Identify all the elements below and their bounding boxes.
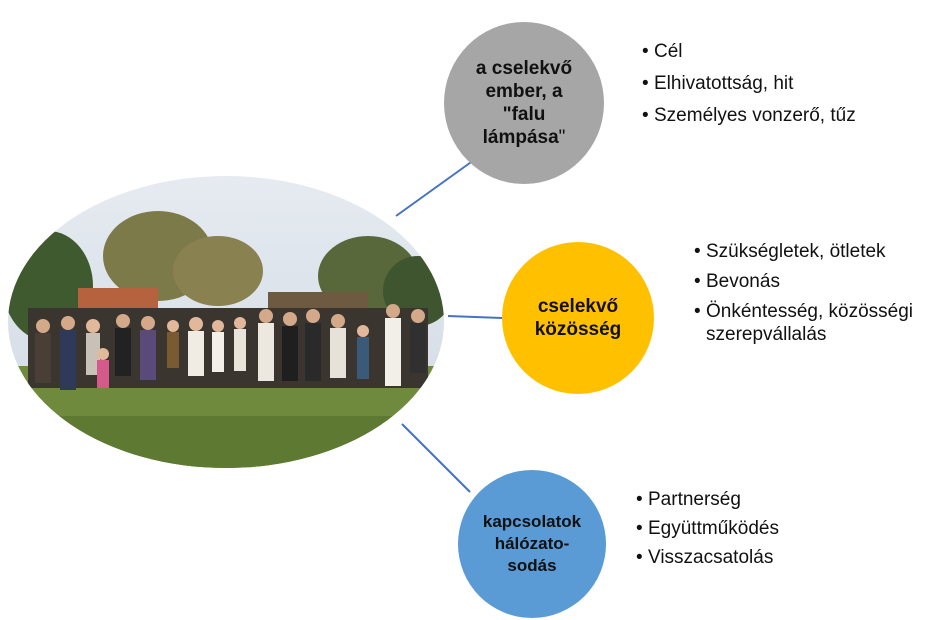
circle-network-label: kapcsolatok hálózato-sodás [482, 512, 582, 575]
bullet-item: Elhivatottság, hit [642, 72, 902, 95]
group-photo-illustration [8, 176, 444, 468]
network-bullet-list: Partnerség Együttműködés Visszacsatolás [636, 488, 896, 575]
bullet-item: Cél [642, 40, 902, 63]
circle-leader: a cselekvő ember, a "falu lámpása" [444, 22, 604, 184]
connector-community [447, 315, 503, 319]
bullet-item: Együttműködés [636, 517, 896, 540]
circle-leader-label: a cselekvő ember, a "falu lámpása" [475, 58, 573, 148]
bullet-item: Személyes vonzerő, tűz [642, 104, 902, 127]
bullet-item: Szükségletek, ötletek [694, 240, 934, 263]
leader-bullet-list: Cél Elhivatottság, hit Személyes vonzerő… [642, 40, 902, 136]
bullet-item: Bevonás [694, 270, 934, 293]
group-photo [8, 176, 444, 468]
bullet-item: Önkéntesség, közösségi szerepvállalás [694, 300, 934, 346]
bullet-item: Visszacsatolás [636, 546, 896, 569]
circle-network: kapcsolatok hálózato-sodás [458, 470, 606, 618]
circle-community: cselekvő közösség [502, 242, 654, 394]
community-bullet-list: Szükségletek, ötletek Bevonás Önkéntessé… [694, 240, 934, 353]
bullet-item: Partnerség [636, 488, 896, 511]
circle-community-label: cselekvő közösség [534, 296, 622, 340]
